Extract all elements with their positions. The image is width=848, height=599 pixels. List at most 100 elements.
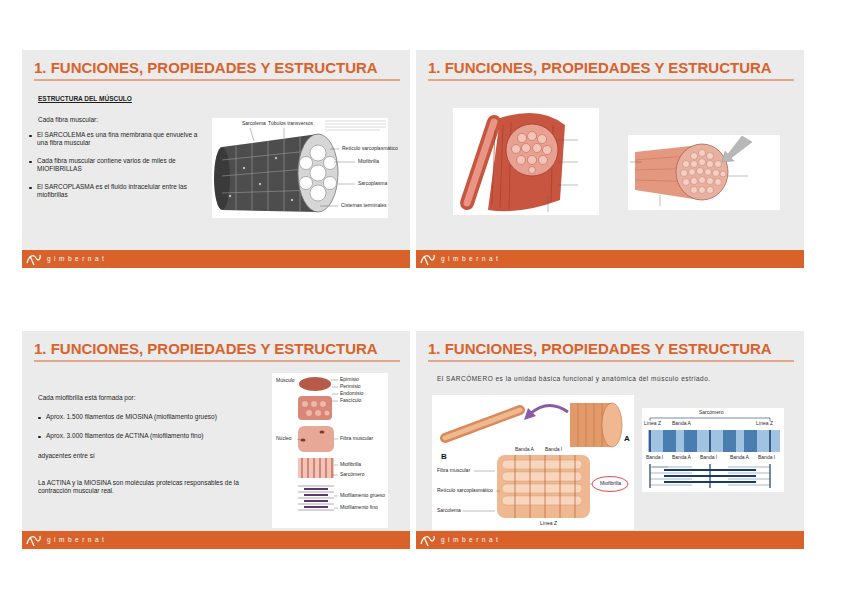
muscle-bundle-figure: [467, 122, 494, 203]
muscle-bundle-figure: [660, 195, 661, 206]
part-label: Miofibrilla: [340, 462, 361, 468]
muscle-hierarchy-figure: [325, 458, 326, 478]
part-label: Fibra muscular: [437, 468, 470, 474]
muscle-bundle-figure: [548, 196, 549, 212]
part-label: Perimisio: [340, 384, 361, 390]
muscle-hierarchy-figure: [304, 494, 328, 496]
muscle-bundle-figure: [543, 146, 552, 155]
part-label: Banda I: [700, 455, 717, 461]
muscle-hierarchy-figure: [298, 426, 334, 452]
muscle-hierarchy-figure: [334, 508, 338, 509]
muscle-bundle-figure: [488, 113, 565, 211]
muscle-hierarchy-figure: [298, 492, 334, 493]
muscle-fibre-figure: [334, 162, 355, 163]
muscle-hierarchy-figure: [298, 498, 334, 499]
sarcomere-figure: [648, 430, 780, 452]
bullet-text: Cada fibra muscular contiene varios de m…: [37, 157, 202, 174]
sarcomere-figure: [652, 467, 668, 468]
sarcomere-figure: [530, 405, 568, 414]
sarcomere-figure: [650, 485, 692, 486]
logo-mark: [27, 255, 434, 546]
muscle-fibre-figure: [325, 121, 386, 130]
sarcomere-figure: [728, 473, 770, 474]
bullet-dot: [29, 161, 32, 164]
muscle-hierarchy-figure: [313, 458, 314, 478]
sarcomere-figure: [650, 418, 770, 421]
muscle-bundle-figure: [676, 144, 728, 200]
muscle-fibre-figure: [284, 139, 285, 211]
part-label: Fascículo: [340, 398, 361, 404]
sarcomere-figure: [515, 455, 516, 518]
part-label: Línea Z: [540, 521, 557, 527]
muscle-bundle-figure: [518, 134, 527, 143]
muscle-fibre-figure: [300, 157, 313, 170]
muscle-bundle-figure: [715, 161, 722, 168]
muscle-bundle-figure: [691, 161, 698, 168]
muscle-hierarchy-figure: [334, 439, 338, 440]
muscle-bundle-figure: [529, 167, 536, 174]
muscle-bundle-figure: [683, 161, 690, 168]
part-label: Epimisio: [340, 377, 359, 383]
muscle-fibre-figure: [324, 157, 337, 170]
sarcomere-figure: [650, 473, 692, 474]
muscle-bundle-figure: [707, 161, 714, 168]
footer-band: gimbernat: [416, 531, 804, 549]
muscle-bundle-figure: [691, 187, 698, 194]
muscle-bundle-figure: [517, 156, 526, 165]
logo-mark: [421, 536, 434, 546]
sarcomere-figure: [502, 484, 582, 493]
muscle-bundle-figure: [699, 159, 706, 166]
sarcomere-figure: [709, 464, 710, 488]
part-label: Retículo sarcoplasmático: [342, 146, 398, 152]
sarcomere-figure: [709, 430, 711, 452]
sarcomere-figure: [432, 395, 634, 530]
muscle-hierarchy-figure: [301, 439, 306, 442]
part-label: Cisternas terminales: [341, 203, 387, 209]
muscle-bundle-figure: [720, 171, 726, 177]
part-label: Banda A: [672, 455, 691, 461]
muscle-bundle-figure: [528, 132, 537, 141]
muscle-hierarchy-figure: [307, 458, 308, 478]
brand-name: gimbernat: [441, 537, 501, 544]
muscle-hierarchy-figure: [331, 380, 338, 381]
muscle-fibre-figure: [300, 145, 337, 201]
part-label: Retículo sarcoplasmático: [437, 488, 493, 494]
muscle-bundle-figure: [467, 122, 494, 203]
sarcomere-figure: [497, 455, 590, 518]
muscle-hierarchy-figure: [299, 377, 331, 391]
muscle-fibre-figure: [214, 147, 230, 210]
muscle-hierarchy-figure: [298, 510, 334, 511]
body-text: Cada miofibrilla está formada por:: [38, 394, 268, 402]
sarcomere-figure: [502, 496, 582, 505]
part-label: Banda A: [515, 447, 534, 453]
muscle-fibre-figure: [268, 141, 269, 211]
muscle-hierarchy-figure: [297, 439, 301, 440]
title-rule: [428, 361, 794, 362]
figure-letter: B: [441, 452, 447, 461]
sarcomere-figure: [560, 455, 561, 518]
muscle-hierarchy-figure: [334, 465, 338, 466]
muscle-hierarchy-figure: [304, 488, 328, 490]
part-label: Túbulos transversos: [268, 121, 313, 127]
part-label: Sarcómero: [340, 472, 364, 478]
title-rule: [34, 80, 794, 361]
muscle-fibre-figure: [250, 128, 254, 141]
muscle-bundle-figure: [722, 136, 752, 162]
part-label: Sarcómero: [699, 410, 723, 416]
muscle-hierarchy-figure: [334, 496, 338, 497]
sarcomere-figure: [676, 430, 744, 452]
slide-title: 1. FUNCIONES, PROPIEDADES Y ESTRUCTURA: [428, 59, 772, 77]
muscle-hierarchy-figure: [315, 410, 322, 417]
sarcomere-figure: [445, 410, 520, 438]
muscle-hierarchy-figure: [320, 401, 327, 408]
title-rule: [428, 80, 794, 81]
muscle-fibre-figure: [310, 185, 326, 201]
part-label: Miofibrilla: [358, 159, 379, 165]
muscle-bundle-figure: [715, 179, 722, 186]
muscle-fibre-figure: [300, 177, 313, 190]
muscle-bundle-figure: [707, 187, 714, 194]
muscle-hierarchy-figure: [301, 431, 325, 442]
muscle-bundle-figure: [512, 132, 552, 174]
muscle-hierarchy-figure: [298, 458, 334, 478]
